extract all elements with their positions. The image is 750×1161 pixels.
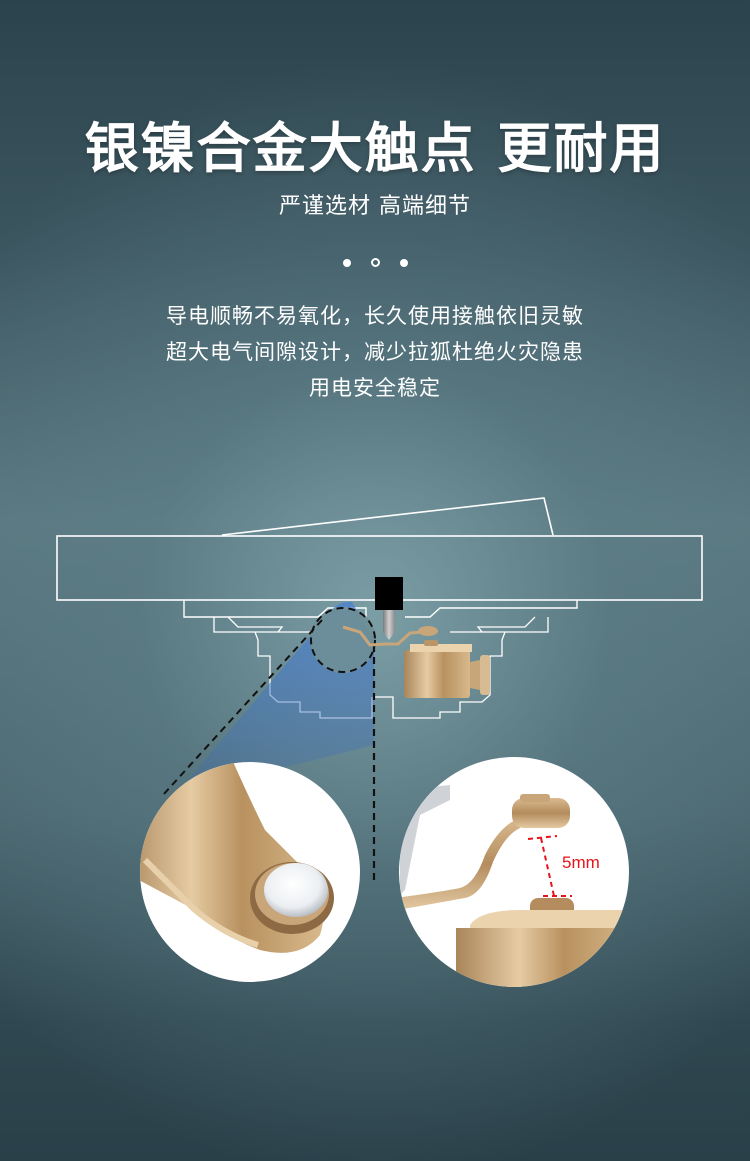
- dot-filled-icon: [399, 258, 408, 267]
- gap-measurement-label: 5mm: [562, 853, 600, 872]
- silver-contact-icon: [264, 863, 328, 917]
- rocker-outline: [221, 497, 554, 536]
- dot-ring-icon: [370, 258, 380, 267]
- description-line: 导电顺畅不易氧化，长久使用接触依旧灵敏: [166, 304, 584, 328]
- dot-filled-icon: [342, 258, 351, 267]
- page-title: 银镍合金大触点 更耐用: [84, 117, 666, 180]
- description-line: 用电安全稳定: [309, 376, 441, 400]
- actuator-block: [375, 577, 403, 610]
- page-subtitle: 严谨选材 高端细节: [279, 194, 471, 219]
- terminal-block: [404, 650, 470, 698]
- description-line: 超大电气间隙设计，减少拉狐杜绝火灾隐患: [166, 340, 584, 364]
- description: 导电顺畅不易氧化，长久使用接触依旧灵敏 超大电气间隙设计，减少拉狐杜绝火灾隐患 …: [0, 298, 750, 406]
- zoom-target-circle: [310, 607, 376, 673]
- gap-marker: [527, 835, 572, 897]
- decorative-dots: [0, 258, 750, 267]
- silver-nickel-contact-closeup: [140, 762, 334, 953]
